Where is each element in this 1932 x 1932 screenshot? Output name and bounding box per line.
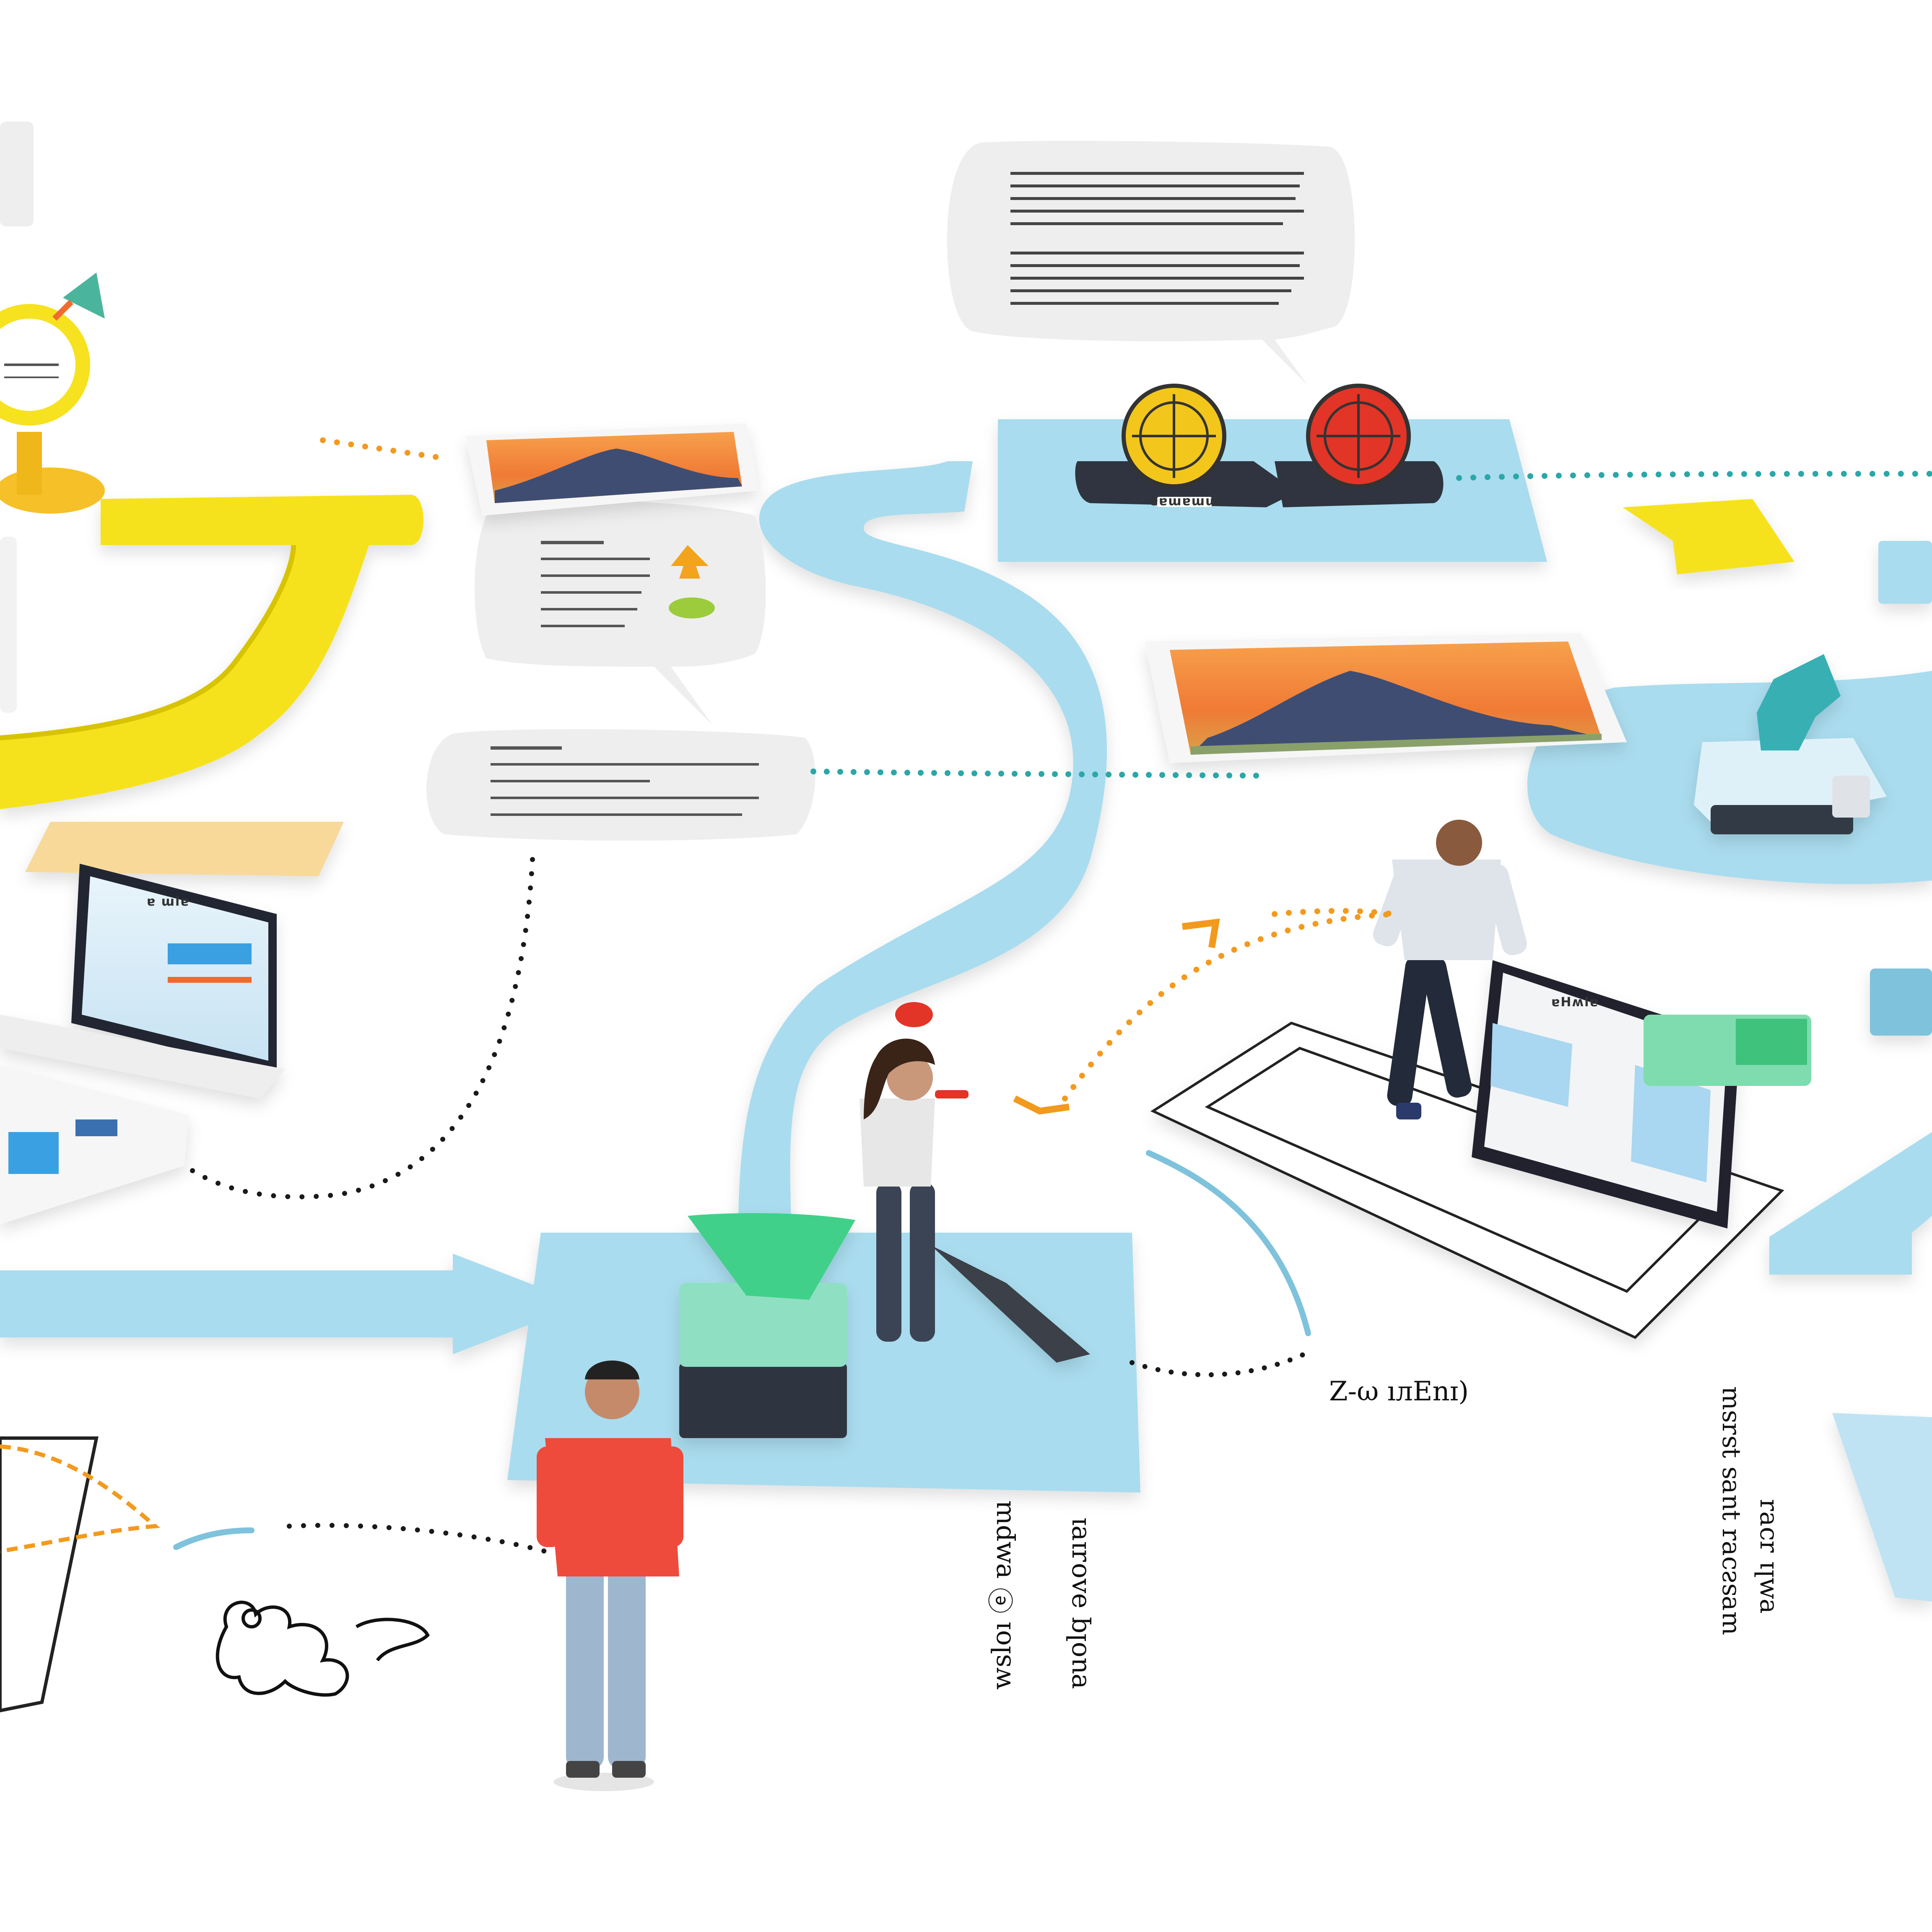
- gauge-icon: [0, 273, 105, 514]
- device-label: ɐɐɯɐɯɯ: [1150, 494, 1220, 509]
- path-right-block: [1769, 1132, 1932, 1275]
- bubble-text-lines: [1010, 172, 1304, 305]
- landscape-photo-small: [465, 423, 759, 516]
- handwritten-note: ɐʍlı ɹɔɐɹ: [1750, 1499, 1780, 1614]
- arrow-icon: [63, 273, 105, 319]
- handwritten-note: wsloı ⓔ ɐʍpɯ: [986, 1500, 1017, 1690]
- document-partial: [0, 122, 34, 226]
- block-blue: [1870, 969, 1932, 1036]
- star-icon: [1623, 499, 1794, 574]
- badge-icon: [669, 597, 715, 618]
- speech-bubble-lower: [426, 729, 815, 841]
- device-label: ɐ ɯlɐ: [147, 894, 190, 909]
- handwritten-note: ɯɐsꙅɔɐɹ ʇuɐs ʇsɹsɯ: [1713, 1386, 1742, 1635]
- yellow-track: [0, 495, 423, 809]
- speech-bubble-top: [947, 140, 1355, 386]
- document-sketch: [0, 1436, 161, 1713]
- winding-path: [0, 419, 1932, 1493]
- landscape-photo-large: [1145, 633, 1627, 763]
- arrow-icon: [671, 545, 709, 579]
- path-arrow-left: [0, 1254, 583, 1354]
- block-blue-top: [1878, 541, 1932, 604]
- stack-device: [679, 1213, 1090, 1438]
- yellow-path: [0, 495, 423, 809]
- document-partial-2: [0, 537, 17, 713]
- document-chart: [0, 1065, 189, 1224]
- note-card: [1832, 1413, 1932, 1602]
- dotted-connectors: [173, 437, 1932, 1554]
- gauge-pair: ɐɐɯɐɯɯ: [1075, 384, 1444, 509]
- beacon-icon: [895, 1002, 933, 1027]
- speech-bubble-middle: [475, 499, 766, 725]
- person-woman: [860, 1002, 969, 1342]
- person-man-checkered: [1373, 820, 1527, 1119]
- joystick-icon: [1694, 654, 1887, 834]
- laptop-icon: ɐ ɯlɐ: [0, 822, 344, 1098]
- arrow-icon: [1013, 1095, 1070, 1115]
- doodle-sketch: [216, 1600, 430, 1697]
- handwritten-note: ɐuolq ǝʌoɹıɐı: [1062, 1518, 1092, 1690]
- handwritten-note: Z-ω ıлEnɪ): [1329, 1376, 1469, 1407]
- person-red-shirt: [537, 1361, 683, 1791]
- path-winding: [738, 461, 1107, 1258]
- device-label: ɐHʍlɐ: [1551, 995, 1599, 1010]
- arrow-icon: [1182, 918, 1220, 948]
